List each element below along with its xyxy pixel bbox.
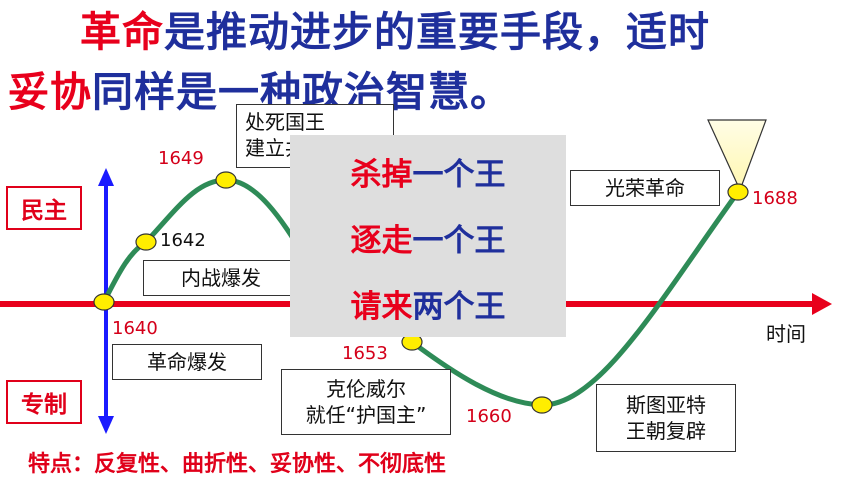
overlay-row-1-verb: 杀掉 xyxy=(350,157,413,193)
overlay-row-2-object: 一个王 xyxy=(412,223,506,259)
title-text-1: 是推动进步的重要手段，适时 xyxy=(164,8,710,56)
overlay-row-2-verb: 逐走 xyxy=(350,223,413,259)
title-line-1: 革命是推动进步的重要手段，适时 xyxy=(80,6,710,58)
overlay-panel: 杀掉一个王 逐走一个王 请来两个王 xyxy=(290,135,566,337)
overlay-row-3-verb: 请来 xyxy=(350,289,413,325)
year-1660: 1660 xyxy=(466,406,512,427)
marker-1688 xyxy=(727,183,749,201)
overlay-row-2: 逐走一个王 xyxy=(290,215,566,260)
light-beam xyxy=(707,119,767,192)
event-box-1653: 克伦威尔 就任“护国主” xyxy=(281,369,451,435)
year-1640: 1640 xyxy=(112,318,158,339)
overlay-row-1: 杀掉一个王 xyxy=(290,149,566,194)
title-keyword-revolution: 革命 xyxy=(80,8,164,56)
event-1649-line-1: 处死国王 xyxy=(245,110,325,134)
event-1653-line-1: 克伦威尔 xyxy=(326,377,406,401)
time-axis-label: 时间 xyxy=(766,322,806,346)
year-1688: 1688 xyxy=(752,188,798,209)
overlay-row-1-object: 一个王 xyxy=(412,157,506,193)
marker-1640 xyxy=(93,293,115,311)
year-1653: 1653 xyxy=(342,343,388,364)
autocracy-label: 专制 xyxy=(6,380,82,424)
overlay-row-3: 请来两个王 xyxy=(290,281,566,326)
overlay-row-3-object: 两个王 xyxy=(412,289,506,325)
event-1660-line-2: 王朝复辟 xyxy=(626,419,706,443)
event-1660-line-1: 斯图亚特 xyxy=(626,393,706,417)
event-box-1688: 光荣革命 xyxy=(570,170,720,206)
year-1649: 1649 xyxy=(158,148,204,169)
event-1653-line-2: 就任“护国主” xyxy=(305,403,427,427)
time-axis-arrowhead xyxy=(812,293,832,315)
event-box-1642: 内战爆发 xyxy=(143,260,299,296)
vertical-axis-arrow-up xyxy=(98,168,114,186)
event-box-1640: 革命爆发 xyxy=(112,344,262,380)
history-curve xyxy=(101,177,741,408)
marker-1642 xyxy=(135,233,157,251)
vertical-axis-arrow-down xyxy=(98,416,114,434)
marker-1649 xyxy=(215,171,237,189)
title-keyword-compromise: 妥协 xyxy=(8,68,92,116)
event-box-1660: 斯图亚特 王朝复辟 xyxy=(596,384,736,452)
marker-1660 xyxy=(531,396,553,414)
characteristics-note: 特点：反复性、曲折性、妥协性、不彻底性 xyxy=(28,452,447,477)
year-1642: 1642 xyxy=(160,230,206,251)
democracy-label: 民主 xyxy=(6,186,82,230)
